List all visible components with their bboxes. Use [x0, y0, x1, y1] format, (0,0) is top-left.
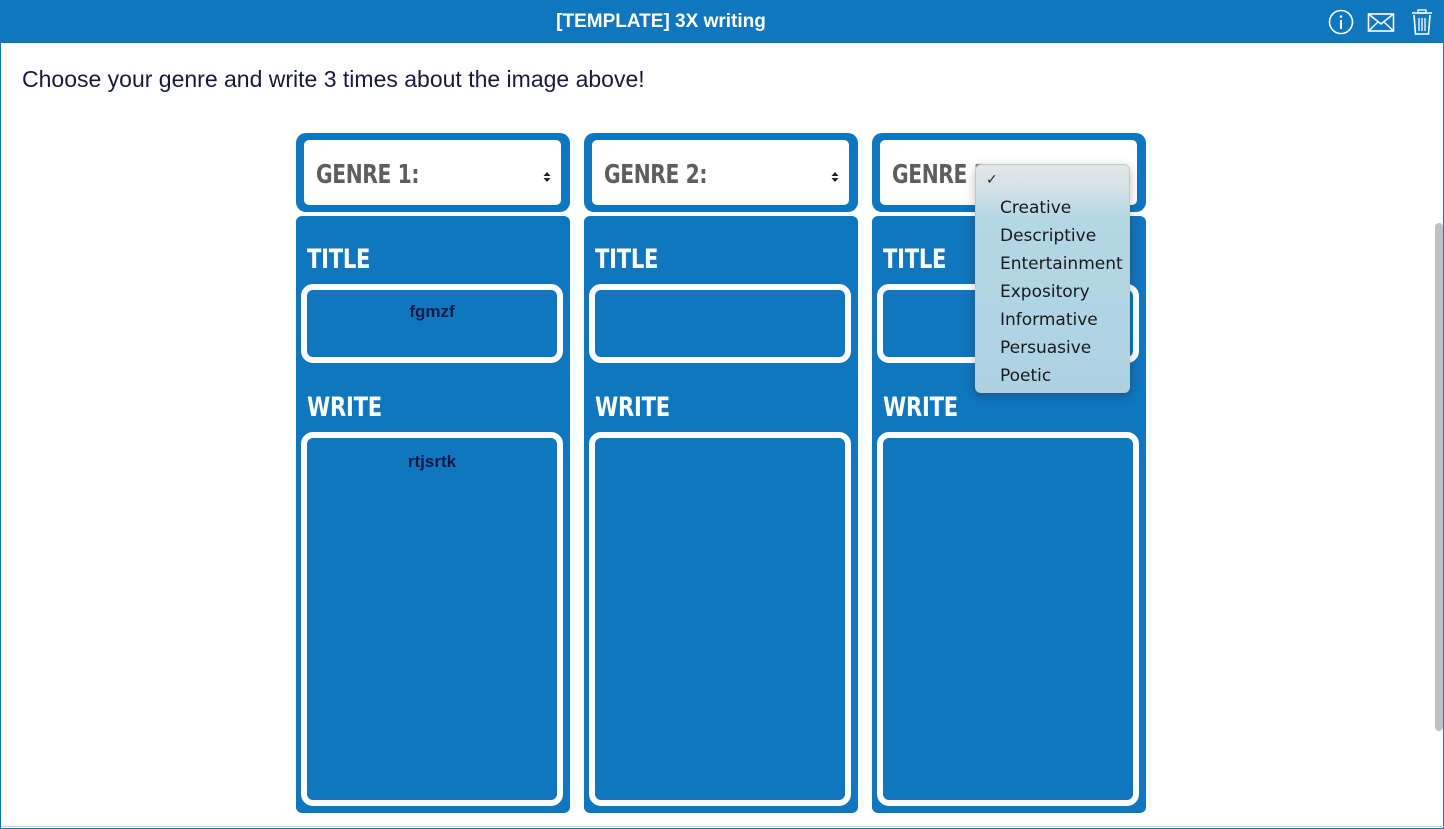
title-label: TITLE: [307, 244, 371, 275]
dropdown-option-expository[interactable]: Expository: [1000, 282, 1090, 302]
select-arrows-icon: [543, 172, 551, 182]
write-label: WRITE: [883, 392, 958, 423]
title-label: TITLE: [595, 244, 659, 275]
genre-select-label: GENRE 1:: [316, 160, 420, 190]
genre-select-1[interactable]: GENRE 1:: [296, 133, 570, 212]
info-icon[interactable]: [1327, 8, 1355, 36]
checkmark-icon: ✓: [986, 171, 998, 187]
dropdown-option-descriptive[interactable]: Descriptive: [1000, 226, 1097, 246]
genre-select-label: GENRE 2:: [604, 160, 708, 190]
genre-select-2[interactable]: GENRE 2:: [584, 133, 858, 212]
title-label: TITLE: [883, 244, 947, 275]
write-textarea-3[interactable]: [877, 432, 1139, 806]
window-title: [TEMPLATE] 3X writing: [556, 11, 766, 32]
genre-dropdown-menu: ✓ Creative Descriptive Entertainment Exp…: [975, 164, 1130, 393]
select-arrows-icon: [831, 172, 839, 182]
dropdown-option-creative[interactable]: Creative: [1000, 198, 1072, 218]
dropdown-option-entertainment[interactable]: Entertainment: [1000, 254, 1123, 274]
mail-icon[interactable]: [1367, 8, 1395, 36]
write-textarea-1[interactable]: rtjsrtk: [301, 432, 563, 806]
title-input-1[interactable]: fgmzf: [301, 284, 563, 363]
dropdown-option-poetic[interactable]: Poetic: [1000, 366, 1052, 386]
genre-select-label: GENRE 3: [892, 160, 988, 190]
write-label: WRITE: [595, 392, 670, 423]
instruction-text: Choose your genre and write 3 times abou…: [22, 66, 645, 92]
bottom-divider: [1, 826, 1444, 827]
scrollbar-thumb[interactable]: [1435, 223, 1443, 731]
title-bar: [TEMPLATE] 3X writing: [1, 0, 1444, 43]
trash-icon[interactable]: [1408, 8, 1436, 36]
genre-select-inner[interactable]: GENRE 1:: [304, 140, 561, 205]
title-input-text: fgmzf: [409, 302, 455, 321]
write-textarea-text: rtjsrtk: [407, 452, 457, 471]
write-label: WRITE: [307, 392, 382, 423]
dropdown-option-persuasive[interactable]: Persuasive: [1000, 338, 1092, 358]
write-textarea-2[interactable]: [589, 432, 851, 806]
genre-select-inner[interactable]: GENRE 2:: [592, 140, 849, 205]
title-input-2[interactable]: [589, 284, 851, 363]
dropdown-option-informative[interactable]: Informative: [1000, 310, 1098, 330]
